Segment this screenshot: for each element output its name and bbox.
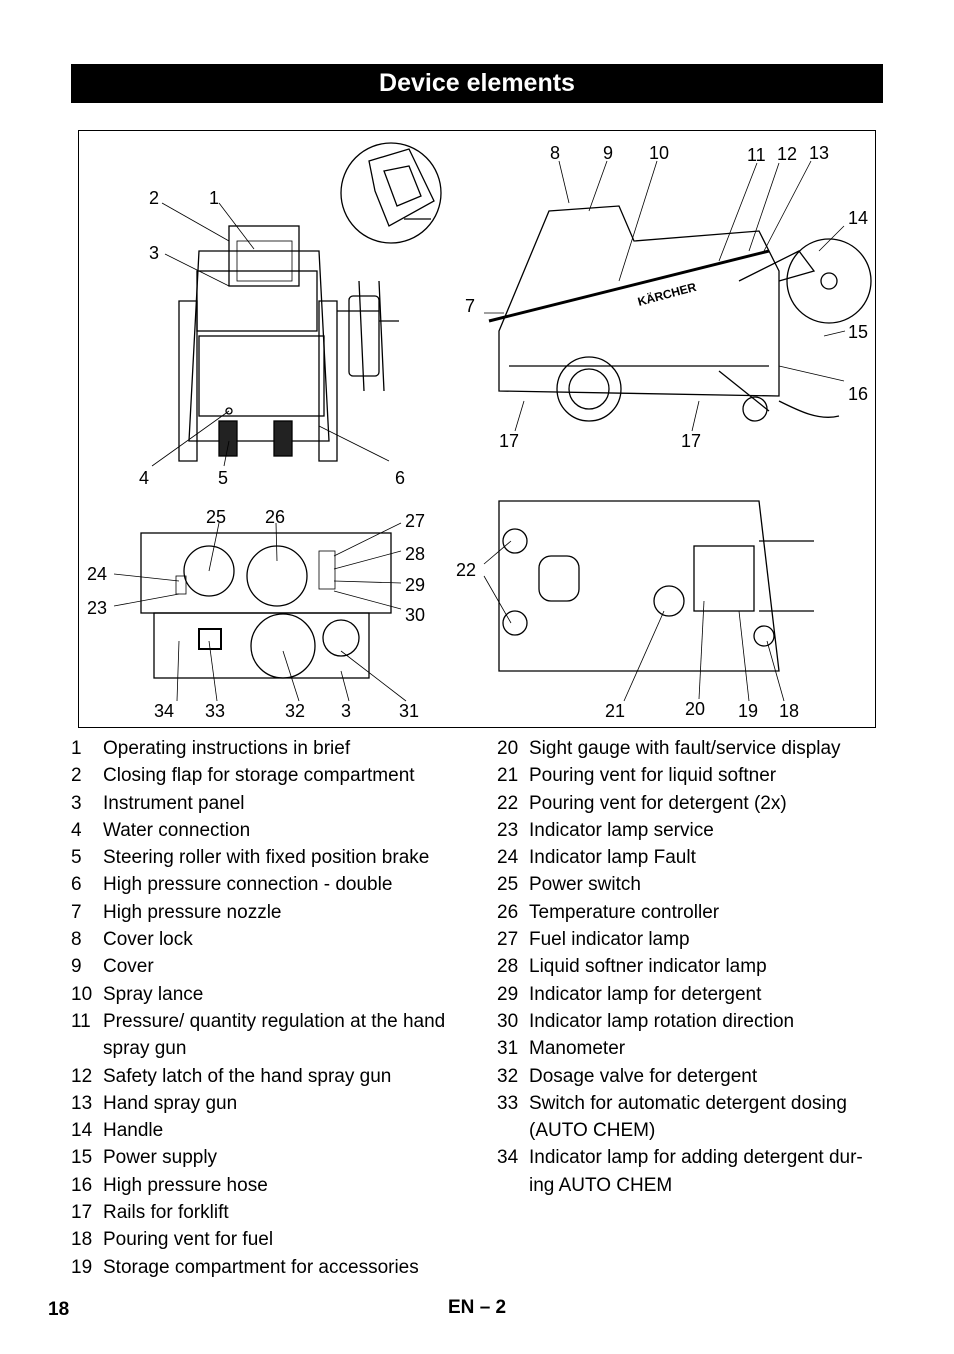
callout-17b: 17 [681, 431, 702, 451]
callout-10: 10 [649, 143, 670, 163]
callout-6: 6 [395, 468, 406, 488]
callout-29: 29 [405, 575, 426, 595]
callout-30: 30 [405, 605, 426, 625]
callout-2: 2 [149, 188, 160, 208]
callout-34: 34 [154, 701, 175, 721]
callout-9: 9 [603, 143, 614, 163]
inset-detail-drawing [340, 142, 442, 244]
callout-13: 13 [809, 143, 830, 163]
callout-leader-lines [113, 160, 846, 702]
callout-3b: 3 [341, 701, 352, 721]
callout-11: 11 [747, 145, 766, 165]
device-figure: KÄRCHER 2 1 3 4 5 6 8 9 10 11 12 13 14 7… [78, 130, 876, 728]
callout-8: 8 [550, 143, 561, 163]
callout-23: 23 [87, 598, 108, 618]
page-number: 18 [48, 1299, 70, 1320]
instrument-panel-drawing [140, 532, 392, 679]
language-marker: EN – 2 [448, 1297, 506, 1319]
language-code: EN [448, 1297, 475, 1318]
callout-24: 24 [87, 564, 108, 584]
callout-1: 1 [209, 188, 220, 208]
callout-28: 28 [405, 544, 426, 564]
device-illustration: KÄRCHER [113, 142, 872, 702]
callout-5: 5 [218, 468, 229, 488]
callout-14: 14 [848, 208, 869, 228]
callout-16: 16 [848, 384, 869, 404]
front-view-drawing [178, 225, 399, 462]
callout-22: 22 [456, 560, 477, 580]
language-sub: – 2 [479, 1297, 507, 1318]
callout-20: 20 [685, 699, 706, 719]
page-title: Device elements [71, 64, 883, 103]
callout-15: 15 [848, 322, 869, 342]
callout-7: 7 [465, 296, 476, 316]
callout-19: 19 [738, 701, 759, 721]
callout-31: 31 [399, 701, 420, 721]
callout-27: 27 [405, 511, 426, 531]
callout-4: 4 [139, 468, 150, 488]
callout-17a: 17 [499, 431, 520, 451]
callout-21: 21 [605, 701, 626, 721]
side-view-drawing [488, 205, 872, 422]
callout-33: 33 [205, 701, 226, 721]
callout-32: 32 [285, 701, 306, 721]
callout-26: 26 [265, 507, 286, 527]
top-view-drawing [498, 500, 814, 672]
callout-18: 18 [779, 701, 800, 721]
callout-3: 3 [149, 243, 160, 263]
callout-25: 25 [206, 507, 227, 527]
callout-12: 12 [777, 144, 798, 164]
